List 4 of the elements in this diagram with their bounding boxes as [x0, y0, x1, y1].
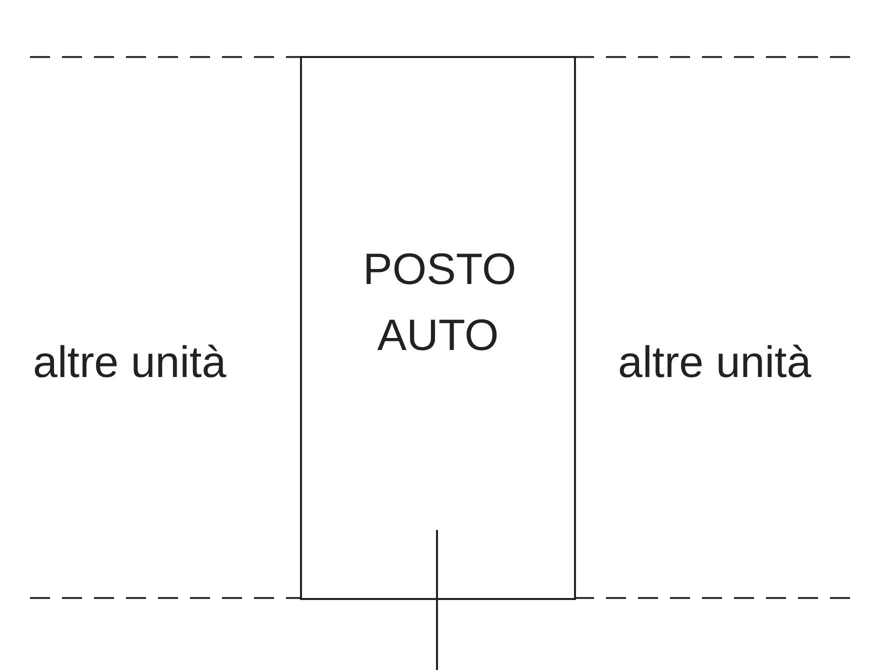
parking-space — [300, 56, 576, 600]
area-label: altre unità — [618, 338, 812, 388]
space-label: POSTO AUTO — [363, 244, 513, 362]
area-label: altre unità — [33, 338, 226, 388]
